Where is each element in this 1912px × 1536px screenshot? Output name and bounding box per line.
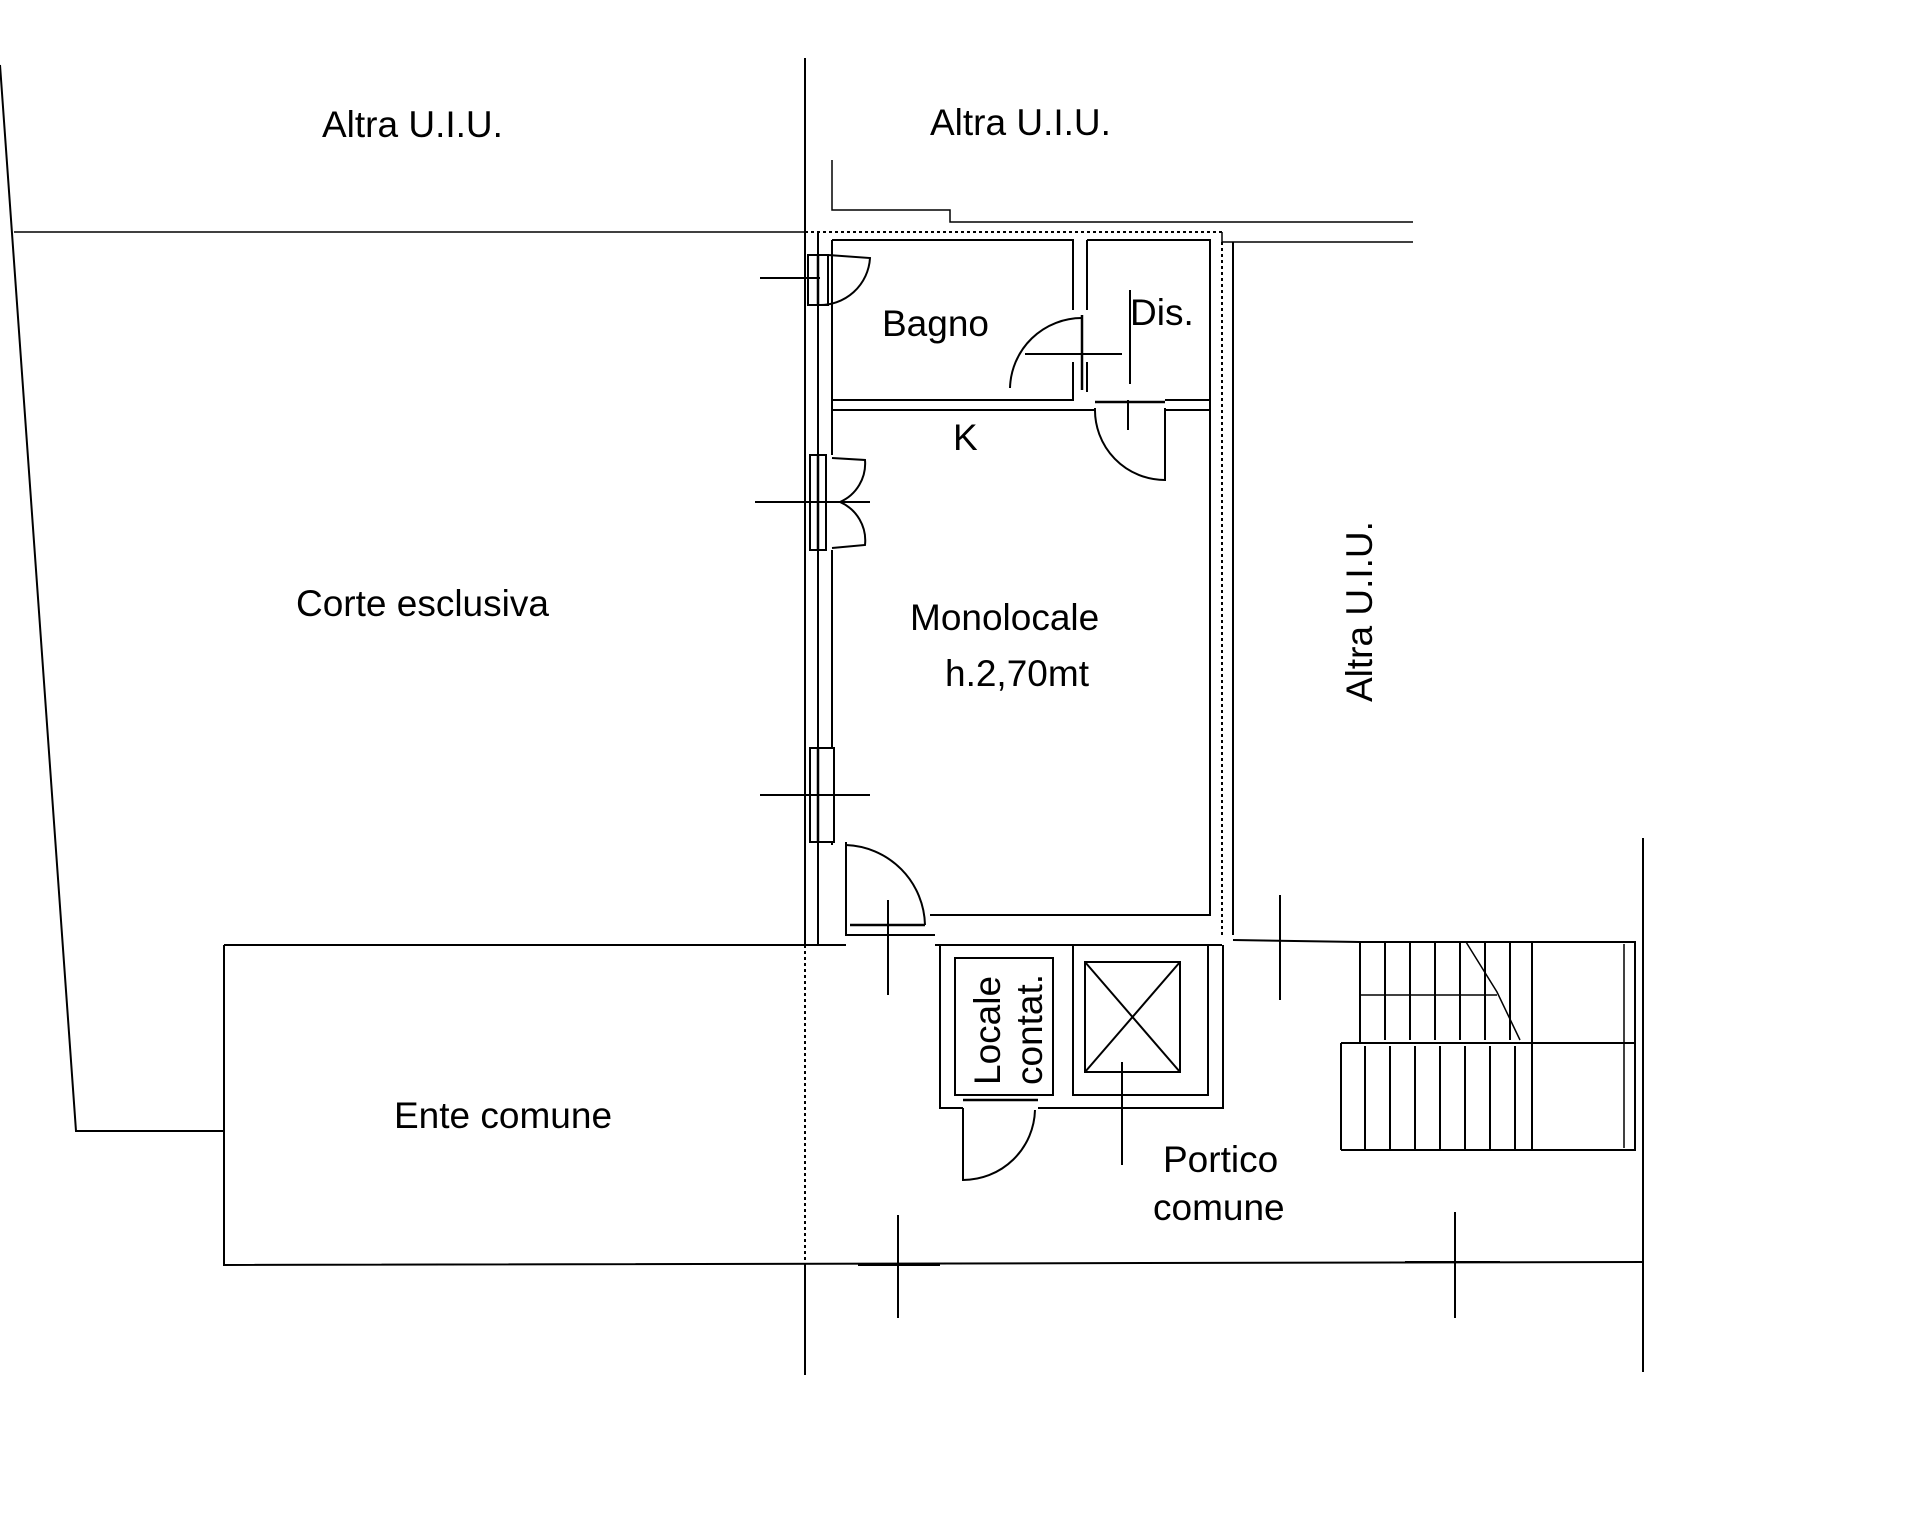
label-altra-uiu-left: Altra U.I.U.	[322, 104, 503, 145]
staircase	[1340, 941, 1636, 1151]
label-k: K	[953, 417, 978, 458]
locale-contat-outer	[939, 945, 1224, 1109]
ente-comune-box	[223, 944, 1644, 1267]
monolocale-right-wall	[930, 240, 1211, 916]
shaft-outer	[1072, 944, 1209, 1096]
door-dis	[1093, 400, 1166, 482]
label-altra-uiu-right: Altra U.I.U.	[1339, 521, 1380, 702]
label-portico-2: comune	[1153, 1187, 1285, 1228]
neighbor-wall-top	[831, 160, 1413, 223]
label-dis: Dis.	[1130, 292, 1194, 333]
column-tick-4	[1405, 1212, 1500, 1318]
openings	[755, 254, 1166, 1182]
room-labels: Altra U.I.U. Altra U.I.U. Bagno Dis. K C…	[296, 102, 1380, 1228]
top-right-line	[1221, 232, 1413, 243]
shaft-cross	[1084, 961, 1181, 1073]
label-altra-uiu-center: Altra U.I.U.	[930, 102, 1111, 143]
door-entrance	[845, 844, 926, 930]
label-locale-contat-2: contat.	[1009, 974, 1050, 1085]
stair-treads-lower	[1364, 1046, 1516, 1150]
window-bagno	[760, 254, 872, 307]
corte-boundary	[0, 64, 224, 1132]
label-locale-contat-1: Locale	[967, 976, 1008, 1085]
apartment-walls	[817, 232, 1234, 945]
stair-arrow	[1360, 941, 1521, 1041]
door-bagno	[1009, 290, 1131, 390]
stair-landing	[1531, 942, 1635, 1150]
label-portico-1: Portico	[1163, 1139, 1278, 1180]
stair-treads-upper	[1384, 942, 1511, 1040]
window-double	[755, 454, 870, 551]
locale-contat-inner	[954, 957, 1054, 1096]
stair-lower-run-top	[1340, 942, 1532, 1150]
label-height: h.2,70mt	[945, 653, 1090, 694]
window-lower	[760, 747, 870, 843]
lower-area	[223, 895, 1644, 1318]
bagno-box	[832, 239, 1074, 401]
label-bagno: Bagno	[882, 303, 989, 344]
label-monolocale: Monolocale	[910, 597, 1099, 638]
door-locale-contat	[962, 1098, 1038, 1182]
label-ente-comune: Ente comune	[394, 1095, 612, 1136]
column-tick-3	[858, 1215, 940, 1318]
label-corte-esclusiva: Corte esclusiva	[296, 583, 549, 624]
stair-outer	[1341, 941, 1636, 1151]
